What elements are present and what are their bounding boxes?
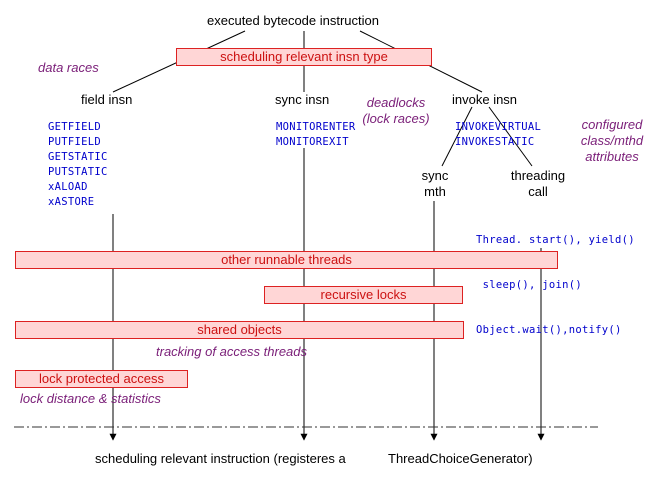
sync-mth-line-1: sync [421, 168, 449, 183]
note-configured-line-1: configured [581, 117, 643, 132]
bar-shared-objects-label: shared objects [197, 322, 282, 337]
note-configured-line-2: class/mthd [580, 133, 644, 148]
category-bar-label: scheduling relevant insn type [220, 49, 388, 64]
root-node: executed bytecode instruction [207, 13, 379, 28]
note-data-races: data races [38, 60, 99, 75]
bar-lock-protected-access: lock protected access [15, 370, 188, 388]
sync-mth-node: sync mth [416, 168, 454, 200]
sync-mth-line-2: mth [424, 184, 446, 199]
bar-other-runnable-threads: other runnable threads [15, 251, 558, 269]
bar-recursive-locks: recursive locks [264, 286, 463, 304]
note-deadlocks-line-2: (lock races) [362, 111, 430, 126]
category-bar: scheduling relevant insn type [176, 48, 432, 66]
invoke-insn-codes: INVOKEVIRTUAL INVOKESTATIC [455, 120, 541, 150]
sync-insn-codes: MONITORENTER MONITOREXIT [276, 120, 355, 150]
threading-call-line-2: call [528, 184, 548, 199]
bar-lock-protected-access-label: lock protected access [38, 371, 164, 386]
note-tracking-access-threads: tracking of access threads [156, 344, 308, 359]
invoke-insn-node: invoke insn [452, 92, 518, 107]
code-getstatic: GETSTATIC [48, 151, 108, 163]
edge-invoke-syncmth [441, 106, 473, 167]
bar-other-runnable-threads-label: other runnable threads [221, 252, 352, 267]
threading-call-node: threading call [506, 168, 570, 200]
note-deadlocks: deadlocks (lock races) [358, 95, 434, 127]
field-insn-node: field insn [81, 92, 133, 107]
code-getfield: GETFIELD [48, 121, 101, 133]
output-thread-choice-generator: ThreadChoiceGenerator) [388, 451, 533, 466]
field-insn-codes: GETFIELD PUTFIELD GETSTATIC PUTSTATIC xA… [48, 120, 108, 210]
code-putstatic: PUTSTATIC [48, 166, 108, 178]
code-xastore: xASTORE [48, 196, 95, 208]
code-monitorenter: MONITORENTER [276, 121, 356, 133]
threading-call-line-1: threading [510, 168, 566, 183]
note-lock-distance-statistics: lock distance & statistics [20, 391, 161, 406]
code-wait-notify: Object.wait(),notify() [476, 324, 622, 336]
note-configured-line-3: attributes [585, 149, 639, 164]
threading-call-codes: Thread. start(), yield() sleep(), join()… [476, 203, 635, 368]
bar-recursive-locks-label: recursive locks [320, 287, 407, 302]
code-invokevirtual: INVOKEVIRTUAL [455, 121, 542, 133]
note-deadlocks-line-1: deadlocks [366, 95, 426, 110]
sync-insn-node: sync insn [275, 92, 330, 107]
bar-shared-objects: shared objects [15, 321, 464, 339]
note-configured: configured class/mthd attributes [572, 117, 652, 165]
edge-invoke-threading [488, 106, 533, 167]
code-putfield: PUTFIELD [48, 136, 101, 148]
code-thread-start: Thread. start(), yield() [476, 234, 635, 246]
code-xaload: xALOAD [48, 181, 88, 193]
code-invokestatic: INVOKESTATIC [455, 136, 535, 148]
code-monitorexit: MONITOREXIT [276, 136, 349, 148]
code-sleep-join: sleep(), join() [476, 279, 582, 291]
output-scheduling-instruction: scheduling relevant instruction (registe… [95, 451, 346, 466]
